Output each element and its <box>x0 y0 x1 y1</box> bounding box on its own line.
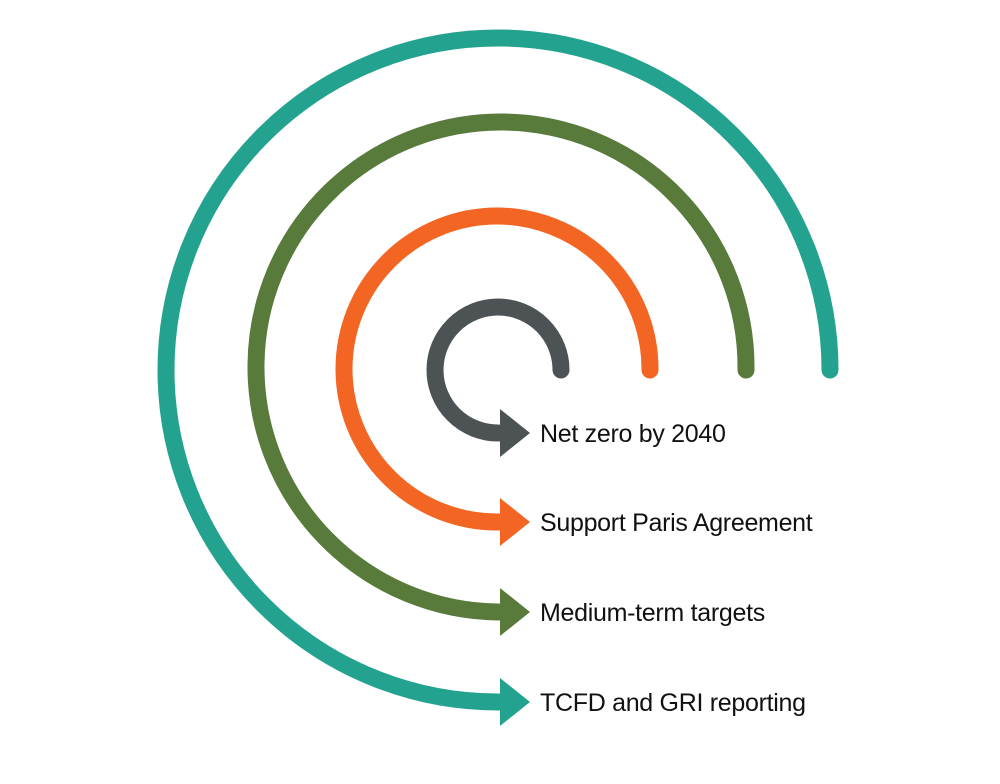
ring-medium-term: Medium-term targets <box>247 113 765 636</box>
arrow-right-icon <box>500 678 530 726</box>
arrow-right-icon <box>500 409 530 457</box>
label-net-zero: Net zero by 2040 <box>540 420 726 448</box>
ring-paris-agreement: Support Paris Agreement <box>335 207 813 546</box>
ring-tcfd-gri: TCFD and GRI reporting <box>157 29 839 726</box>
ring-arc-net-zero <box>426 298 570 442</box>
arrow-right-icon <box>500 588 530 636</box>
ring-arc-medium-term <box>247 113 755 621</box>
ring-arc-paris-agreement <box>335 207 659 531</box>
label-tcfd-gri: TCFD and GRI reporting <box>540 689 806 717</box>
label-medium-term: Medium-term targets <box>540 599 765 627</box>
ring-arc-tcfd-gri <box>157 29 839 711</box>
ring-net-zero: Net zero by 2040 <box>426 298 726 457</box>
label-paris-agreement: Support Paris Agreement <box>540 509 813 537</box>
arrow-right-icon <box>500 498 530 546</box>
